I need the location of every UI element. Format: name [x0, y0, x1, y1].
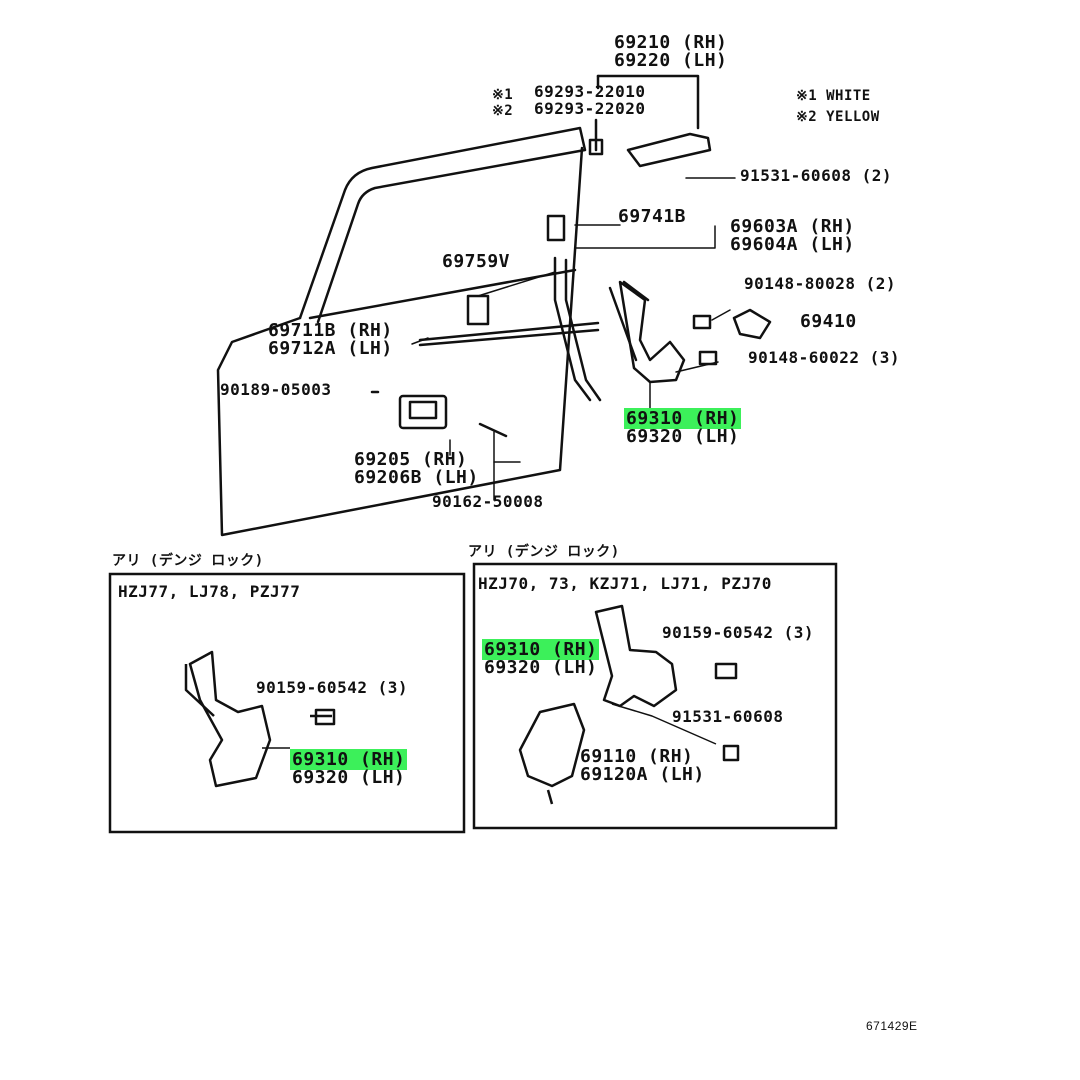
- left-box-screw: 90159-60542 (3): [256, 678, 408, 697]
- right-outside-handle-part: [518, 702, 586, 788]
- label-69604a: 69604A (LH): [730, 234, 855, 255]
- right-box-69110: 69110 (RH): [580, 746, 694, 767]
- note1-mark: ※1: [492, 87, 514, 103]
- label-69741b: 69741B: [618, 206, 687, 227]
- label-69711b: 69711B (RH): [268, 320, 393, 341]
- right-lock-assembly: [594, 604, 678, 708]
- door-inner-edge: [308, 268, 577, 320]
- inside-handle: [398, 394, 448, 430]
- right-box-69310: 69310 (RH): [482, 639, 600, 660]
- door-panel: [216, 146, 584, 537]
- label-90148-60022: 90148-60022 (3): [748, 348, 900, 367]
- note2-mark: ※2: [492, 103, 514, 119]
- label-69712a: 69712A (LH): [268, 338, 393, 359]
- label-69320-main: 69320 (LH): [626, 426, 740, 447]
- door-outline: [298, 126, 587, 324]
- label-69410: 69410: [800, 311, 857, 332]
- label-90189: 90189-05003: [220, 380, 332, 399]
- label-69293-22010: 69293-22010: [534, 82, 646, 101]
- right-box-69120a: 69120A (LH): [580, 764, 705, 785]
- outside-handle: [626, 132, 712, 168]
- right-box-screw: 90159-60542 (3): [662, 623, 814, 642]
- striker: [732, 308, 772, 340]
- label-90162: 90162-50008: [432, 492, 544, 511]
- label-91531-top: 91531-60608 (2): [740, 166, 892, 185]
- right-box-69320: 69320 (LH): [484, 657, 598, 678]
- lock-assembly-main: [618, 280, 686, 384]
- right-box-models: HZJ70, 73, KZJ71, LJ71, PZJ70: [478, 574, 772, 593]
- label-69220: 69220 (LH): [614, 50, 728, 71]
- lock-cylinder: [546, 214, 566, 242]
- label-69293-22020: 69293-22020: [534, 99, 646, 118]
- left-box-caption: アリ (デンジ ロック): [112, 553, 264, 569]
- label-69759v: 69759V: [442, 251, 511, 272]
- right-box-91531: 91531-60608: [672, 707, 784, 726]
- highlight-left-69310: 69310 (RH): [290, 749, 408, 770]
- left-box-models: HZJ77, LJ78, PZJ77: [118, 582, 301, 601]
- label-69603a: 69603A (RH): [730, 216, 855, 237]
- left-box-69310: 69310 (RH): [290, 749, 408, 770]
- left-inset-box: [108, 572, 466, 834]
- highlight-right-69310: 69310 (RH): [482, 639, 600, 660]
- right-box-caption: アリ (デンジ ロック): [468, 544, 620, 560]
- right-inset-box: [472, 562, 838, 830]
- label-90148-80028: 90148-80028 (2): [744, 274, 896, 293]
- label-69206b: 69206B (LH): [354, 467, 479, 488]
- label-69205: 69205 (RH): [354, 449, 468, 470]
- left-lock-assembly: [188, 650, 272, 788]
- left-box-69320: 69320 (LH): [292, 767, 406, 788]
- legend-white: ※1 WHITE: [796, 88, 871, 104]
- window-rod: [418, 321, 600, 342]
- figure-reference: 671429E: [866, 1019, 918, 1033]
- highlight-69310-main: 69310 (RH): [624, 408, 742, 429]
- legend-yellow: ※2 YELLOW: [796, 109, 880, 125]
- label-69210: 69210 (RH): [614, 32, 728, 53]
- label-69310-main: 69310 (RH): [624, 408, 742, 429]
